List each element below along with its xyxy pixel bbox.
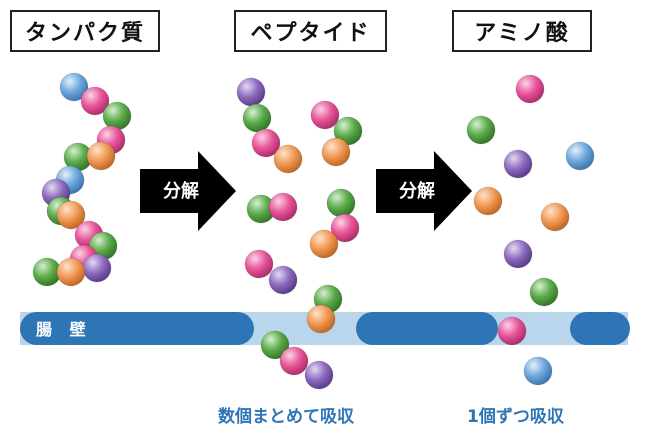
purple-molecule-ball [503, 239, 533, 269]
green-molecule-ball [260, 330, 290, 360]
purple-molecule-ball [236, 77, 266, 107]
intestinal-wall-segment [570, 312, 630, 345]
purple-molecule-ball [503, 149, 533, 179]
stage-amino-acid-title: アミノ酸 [452, 10, 592, 52]
orange-molecule-ball [86, 141, 116, 171]
pink-molecule-ball [279, 346, 309, 376]
orange-molecule-ball [473, 186, 503, 216]
decompose-label: 分解 [163, 181, 199, 202]
purple-molecule-ball [82, 253, 112, 283]
green-molecule-ball [242, 103, 272, 133]
pink-molecule-ball [330, 213, 360, 243]
orange-molecule-ball [56, 257, 86, 287]
orange-molecule-ball [309, 229, 339, 259]
orange-molecule-ball [321, 137, 351, 167]
green-molecule-ball [466, 115, 496, 145]
orange-molecule-ball [273, 144, 303, 174]
pink-molecule-ball [515, 74, 545, 104]
purple-molecule-ball [268, 265, 298, 295]
green-molecule-ball [102, 101, 132, 131]
intestinal-wall-label: 腸 壁 [36, 320, 92, 339]
caption-absorb-one: 1個ずつ吸収 [467, 407, 564, 427]
intestinal-wall-segment [20, 312, 254, 345]
blue-molecule-ball [565, 141, 595, 171]
stage-protein-title: タンパク質 [10, 10, 160, 52]
pink-molecule-ball [80, 86, 110, 116]
decompose-arrow-2: 分解 [376, 151, 476, 231]
blue-molecule-ball [59, 72, 89, 102]
orange-molecule-ball [306, 304, 336, 334]
right-arrow-icon [376, 151, 472, 231]
stage-peptide-title: ペプタイド [234, 10, 387, 52]
green-molecule-ball [529, 277, 559, 307]
pink-molecule-ball [268, 192, 298, 222]
green-molecule-ball [326, 188, 356, 218]
orange-molecule-ball [56, 200, 86, 230]
pink-molecule-ball [251, 128, 281, 158]
blue-molecule-ball [523, 356, 553, 386]
pink-molecule-ball [244, 249, 274, 279]
purple-molecule-ball [304, 360, 334, 390]
decompose-arrow-1: 分解 [140, 151, 240, 231]
intestinal-wall-segment [356, 312, 498, 345]
caption-absorb-several: 数個まとめて吸収 [218, 407, 354, 427]
pink-molecule-ball [310, 100, 340, 130]
right-arrow-icon [140, 151, 236, 231]
pink-molecule-ball [497, 316, 527, 346]
decompose-label: 分解 [399, 181, 435, 202]
orange-molecule-ball [540, 202, 570, 232]
